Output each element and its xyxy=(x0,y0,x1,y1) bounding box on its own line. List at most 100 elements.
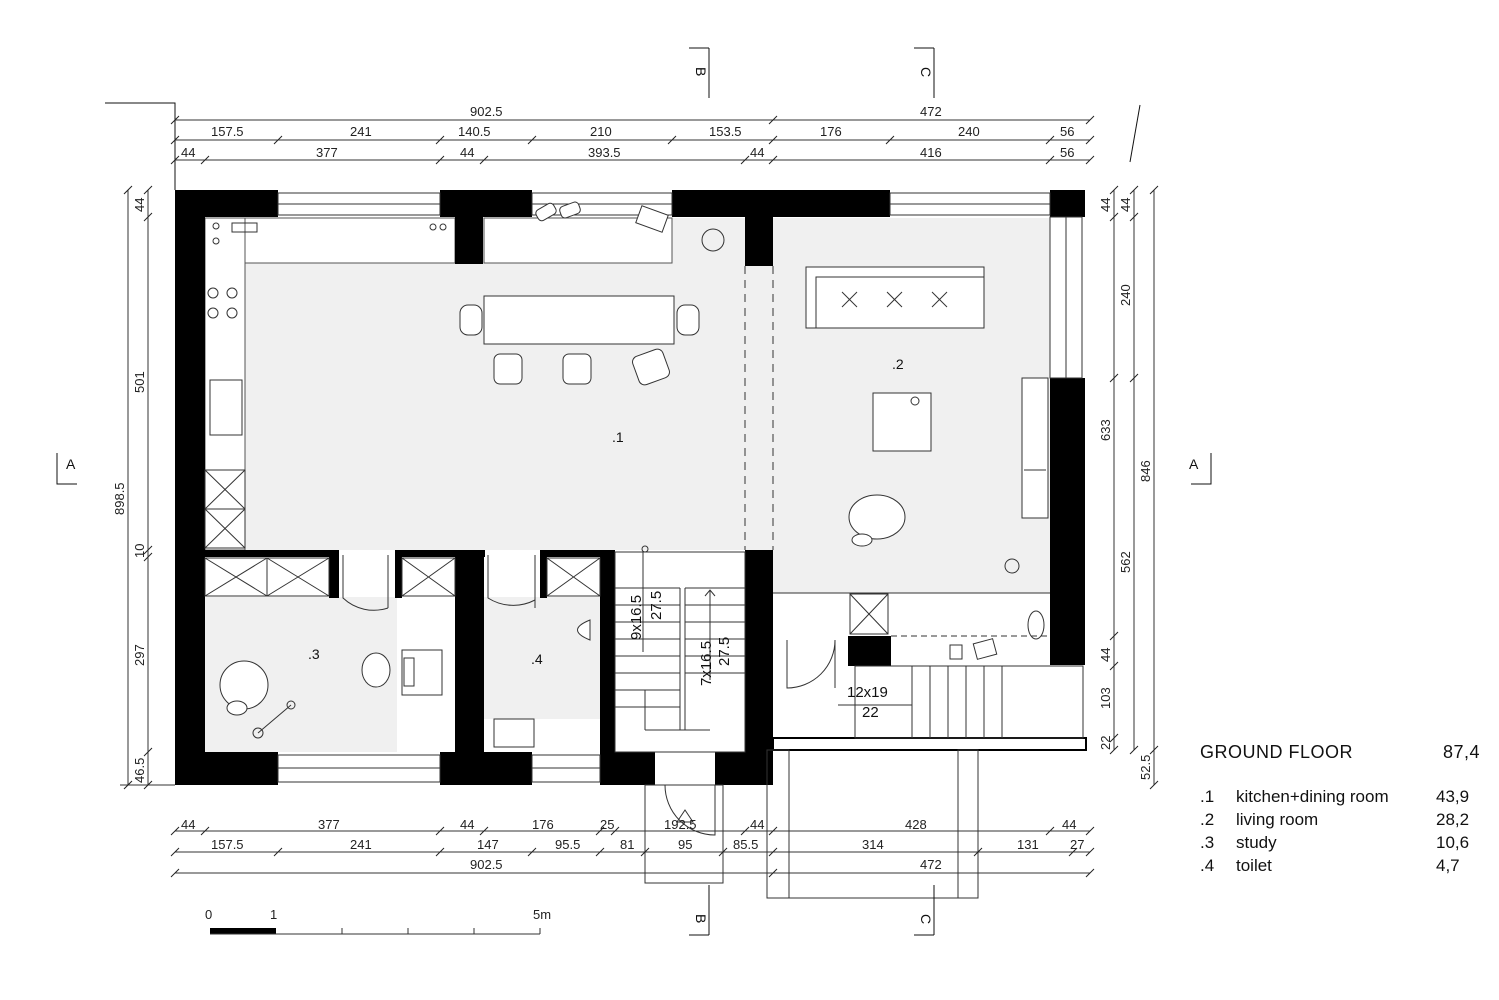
area-legend: GROUND FLOOR 87,4 .1 kitchen+dining room… xyxy=(1200,742,1480,877)
dim-tick xyxy=(170,115,180,125)
dim-tick xyxy=(1045,826,1055,836)
dim-right-3: 633 xyxy=(1098,419,1113,441)
dim-bot-r1-8: 428 xyxy=(905,817,927,832)
section-markers xyxy=(56,47,1212,936)
dim-tick xyxy=(273,847,283,857)
dim-tick xyxy=(200,155,210,165)
dim-top-r2-3: 140.5 xyxy=(458,124,491,139)
dim-bot-r2-5: 81 xyxy=(620,837,634,852)
dim-tick xyxy=(1085,826,1095,836)
legend-row: .1 kitchen+dining room 43,9 xyxy=(1200,785,1480,808)
dim-top-r2-4: 210 xyxy=(590,124,612,139)
dim-tick xyxy=(885,135,895,145)
dim-top-total-1: 902.5 xyxy=(470,104,503,119)
room-name: toilet xyxy=(1236,856,1272,875)
doors xyxy=(342,266,1050,836)
dim-top-r2-8: 56 xyxy=(1060,124,1074,139)
dim-tick xyxy=(1109,212,1119,222)
dim-tick xyxy=(479,155,489,165)
room-label-3: .3 xyxy=(308,646,320,662)
dim-left-5: 46.5 xyxy=(132,758,147,783)
section-b-top: B xyxy=(693,67,709,76)
dim-tick xyxy=(1085,847,1095,857)
dim-tick xyxy=(1149,780,1159,790)
dim-tick xyxy=(973,847,983,857)
dim-tick xyxy=(595,826,605,836)
dim-tick xyxy=(1109,185,1119,195)
dim-tick xyxy=(740,826,750,836)
dim-tick xyxy=(1109,733,1119,743)
dim-left-4: 297 xyxy=(132,644,147,666)
section-a-right: A xyxy=(1189,456,1199,472)
dim-tick xyxy=(667,135,677,145)
dim-top-r3-4: 393.5 xyxy=(588,145,621,160)
dim-tick xyxy=(143,552,153,562)
dim-tick xyxy=(740,155,750,165)
dims-bottom: 44 377 44 176 25 192.5 44 428 44 157.5 2… xyxy=(181,817,1084,872)
dim-bot-r2-4: 95.5 xyxy=(555,837,580,852)
dim-tick xyxy=(1129,185,1139,195)
dim-bot-r1-2: 377 xyxy=(318,817,340,832)
legend-row: .2 living room 28,2 xyxy=(1200,808,1480,831)
dim-bot-r2-1: 157.5 xyxy=(211,837,244,852)
dim-tick xyxy=(768,868,778,878)
dim-tick xyxy=(1109,631,1119,641)
dim-bot-r2-8: 314 xyxy=(862,837,884,852)
dim-top-r2-2: 241 xyxy=(350,124,372,139)
dim-tick xyxy=(143,185,153,195)
dim-tick xyxy=(1045,155,1055,165)
dim-tick xyxy=(273,135,283,145)
dim-left-outer: 898.5 xyxy=(112,482,127,515)
dim-bot-r1-1: 44 xyxy=(181,817,195,832)
room-label-4: .4 xyxy=(531,651,543,667)
dimension-ticks xyxy=(123,115,1159,878)
dim-top-r3-2: 377 xyxy=(316,145,338,160)
dim-tick xyxy=(143,545,153,555)
dim-bot-r2-9: 131 xyxy=(1017,837,1039,852)
section-c-top: C xyxy=(918,67,934,77)
dim-bot-r1-7: 44 xyxy=(750,817,764,832)
dim-bot-r2-7: 85.5 xyxy=(733,837,758,852)
dim-tick xyxy=(123,780,133,790)
dim-bot-r1-4: 176 xyxy=(532,817,554,832)
cabinets xyxy=(204,222,889,635)
dim-top-r2-6: 176 xyxy=(820,124,842,139)
dim-top-r2-5: 153.5 xyxy=(709,124,742,139)
legend-row: .4 toilet 4,7 xyxy=(1200,854,1480,877)
dim-right-1: 44 xyxy=(1098,198,1113,212)
scale-one: 1 xyxy=(270,907,277,922)
dim-tick xyxy=(768,115,778,125)
dim-right-5: 44 xyxy=(1098,648,1113,662)
dim-tick xyxy=(143,212,153,222)
room-number: .2 xyxy=(1200,810,1215,829)
room-labels: .1 .2 .3 .4 xyxy=(308,356,904,667)
dim-tick xyxy=(1085,115,1095,125)
dim-tick xyxy=(718,847,728,857)
dim-tick xyxy=(1085,135,1095,145)
dim-top-r3-6: 416 xyxy=(920,145,942,160)
dim-left-3: 10 xyxy=(132,544,147,558)
furniture xyxy=(219,201,1049,748)
windows xyxy=(277,192,1083,783)
room-area: 28,2 xyxy=(1436,810,1470,829)
dim-tick xyxy=(1129,745,1139,755)
dim-tick xyxy=(123,185,133,195)
dim-tick xyxy=(435,826,445,836)
dim-tick xyxy=(768,155,778,165)
dims-left: 898.5 44 501 10 297 46.5 xyxy=(112,198,147,783)
dim-tick xyxy=(435,155,445,165)
scale-five: 5m xyxy=(533,907,551,922)
stair-main-rise: 9x16.5 xyxy=(628,595,645,640)
dim-tick xyxy=(1045,135,1055,145)
dim-left-1: 44 xyxy=(132,198,147,212)
room-area: 4,7 xyxy=(1436,856,1460,875)
room-label-1: .1 xyxy=(612,429,624,445)
dim-top-r3-7: 56 xyxy=(1060,145,1074,160)
dim-tick xyxy=(1129,373,1139,383)
dim-tick xyxy=(143,780,153,790)
room-number: .4 xyxy=(1200,856,1215,875)
dims-right: 44 240 633 562 44 103 22 44 846 52.5 xyxy=(1098,198,1153,780)
dim-tick xyxy=(170,155,180,165)
stair-ext-rise: 12x19 xyxy=(847,684,888,701)
dim-top-r3-1: 44 xyxy=(181,145,195,160)
